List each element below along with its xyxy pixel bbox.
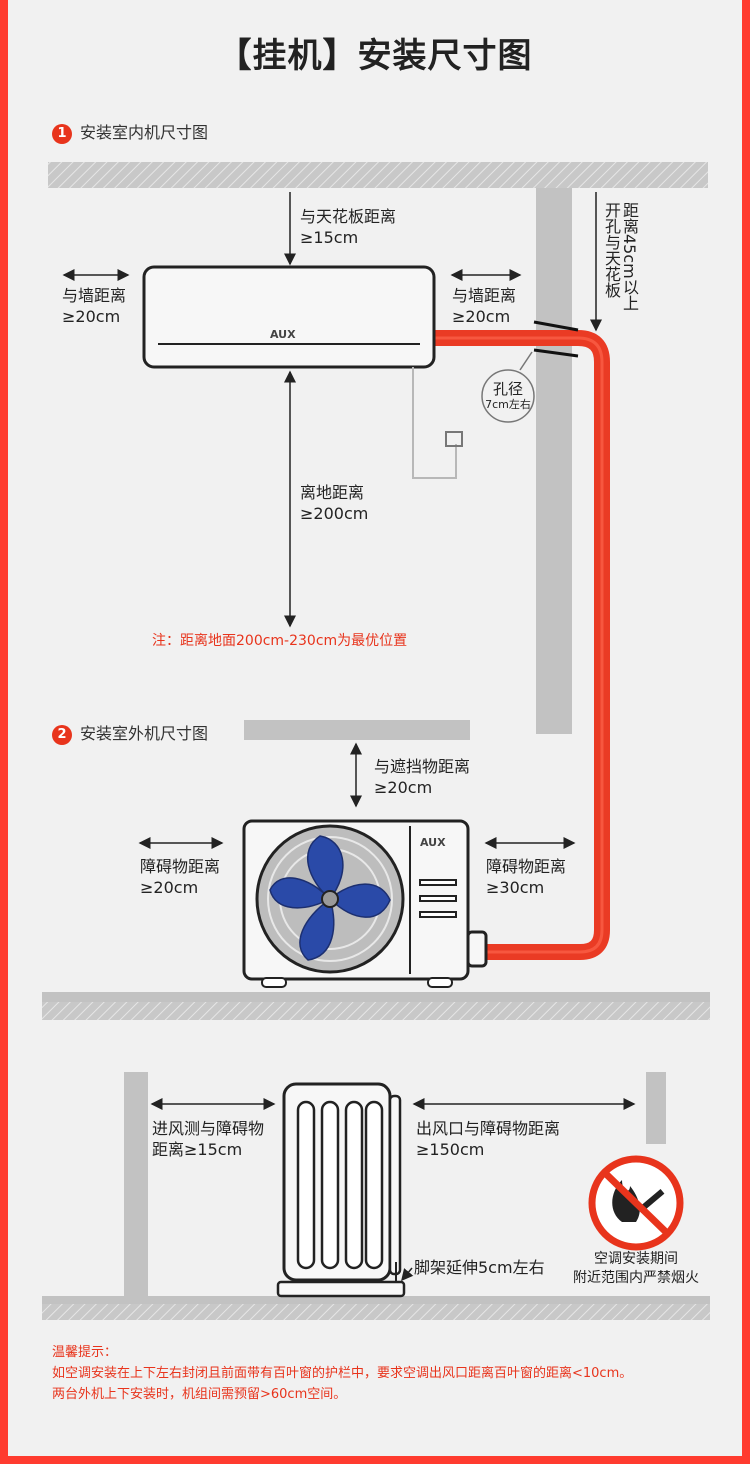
left-wall-value: ≥20cm (62, 307, 121, 326)
section1-heading: 1 安装室内机尺寸图 (52, 119, 208, 144)
indoor-brand-logo: AUX (270, 328, 296, 341)
top-obstacle-distance: 与遮挡物距离 ≥20cm (374, 756, 470, 798)
hole-callout (481, 369, 535, 423)
floor-distance: 离地距离 ≥200cm (300, 482, 368, 524)
ceiling-distance-label: 与天花板距离 (300, 207, 397, 226)
ceiling (48, 162, 708, 188)
hole-top-text-2: 开孔与天花板 (602, 202, 621, 298)
tips-heading: 温馨提示： (52, 1345, 118, 1360)
hole-diameter-value: 7cm左右 (485, 398, 531, 411)
section1-title: 安装室内机尺寸图 (80, 123, 209, 142)
intake-label: 进风测与障碍物 (152, 1119, 265, 1138)
floor-distance-value: ≥200cm (300, 504, 369, 523)
top-obstacle-value: ≥20cm (374, 778, 433, 797)
right-wall-value: ≥20cm (452, 307, 511, 326)
right-wall-label: 与墙距离 (452, 286, 517, 305)
hole-diameter-label: 孔径 (492, 380, 523, 398)
right-obstacle-value: ≥30cm (486, 878, 545, 897)
right-obstacle-label: 障碍物距离 (486, 857, 567, 876)
fire-warning: 空调安装期间 附近范围内严禁烟火 (556, 1250, 716, 1288)
outdoor-unit-side (276, 1082, 406, 1298)
section2-heading: 2 安装室外机尺寸图 (52, 720, 208, 745)
top-obstacle-label: 与遮挡物距离 (374, 757, 471, 776)
tips: 温馨提示： 如空调安装在上下左右封闭且前面带有百叶窗的护栏中，要求空调出风口距离… (52, 1342, 632, 1405)
tips-line2: 两台外机上下安装时，机组间需预留>60cm空间。 (52, 1387, 347, 1402)
ceiling-distance: 与天花板距离 ≥15cm (300, 206, 396, 248)
fire-warning-line1: 空调安装期间 (594, 1251, 678, 1267)
bracket-arrow (401, 1267, 414, 1282)
section1-number: 1 (52, 124, 72, 144)
no-fire-icon (588, 1155, 684, 1251)
outlet-value: ≥150cm (416, 1140, 485, 1159)
fan (255, 824, 405, 974)
left-wall-distance: 与墙距离 ≥20cm (62, 285, 126, 327)
diagram-canvas: 【挂机】安装尺寸图 1 安装室内机尺寸图 与天花板距离 ≥15cm 与墙距离 ≥2… (8, 0, 742, 1456)
outlet-label: 出风口与障碍物距离 (416, 1119, 561, 1138)
ceiling-distance-value: ≥15cm (300, 228, 359, 247)
section2-title: 安装室外机尺寸图 (80, 724, 209, 743)
intake-value: 距离≥15cm (152, 1140, 243, 1159)
wall (536, 188, 572, 734)
left-obstacle-label: 障碍物距离 (140, 857, 221, 876)
top-obstacle (244, 720, 470, 740)
diagram-graphics (42, 162, 710, 1320)
left-obstacle-distance: 障碍物距离 ≥20cm (140, 856, 220, 898)
section2-number: 2 (52, 725, 72, 745)
page-title: 【挂机】安装尺寸图 (217, 36, 533, 76)
outdoor-brand-logo: AUX (420, 836, 446, 849)
side-wall-right (646, 1072, 666, 1144)
indoor-unit (142, 265, 436, 369)
drain-line (412, 367, 457, 479)
fire-warning-line2: 附近范围内严禁烟火 (573, 1270, 699, 1286)
optimal-position-note: 注：距离地面200cm-230cm为最优位置 (152, 633, 408, 649)
hole-diameter: 孔径 7cm左右 (482, 380, 534, 412)
left-wall-label: 与墙距离 (62, 286, 127, 305)
hole-top-text-1: 距离45cm以上 (620, 202, 639, 311)
bracket-extension-label: 脚架延伸5cm左右 (414, 1258, 545, 1277)
tips-line1: 如空调安装在上下左右封闭且前面带有百叶窗的护栏中，要求空调出风口距离百叶窗的距离… (52, 1366, 633, 1381)
right-obstacle-distance: 障碍物距离 ≥30cm (486, 856, 566, 898)
side-wall-left (124, 1072, 148, 1296)
outlet-distance: 出风口与障碍物距离 ≥150cm (416, 1118, 560, 1160)
right-wall-distance: 与墙距离 ≥20cm (452, 285, 516, 327)
left-obstacle-value: ≥20cm (140, 878, 199, 897)
intake-distance: 进风测与障碍物 距离≥15cm (152, 1118, 264, 1160)
floor-distance-label: 离地距离 (300, 483, 365, 502)
